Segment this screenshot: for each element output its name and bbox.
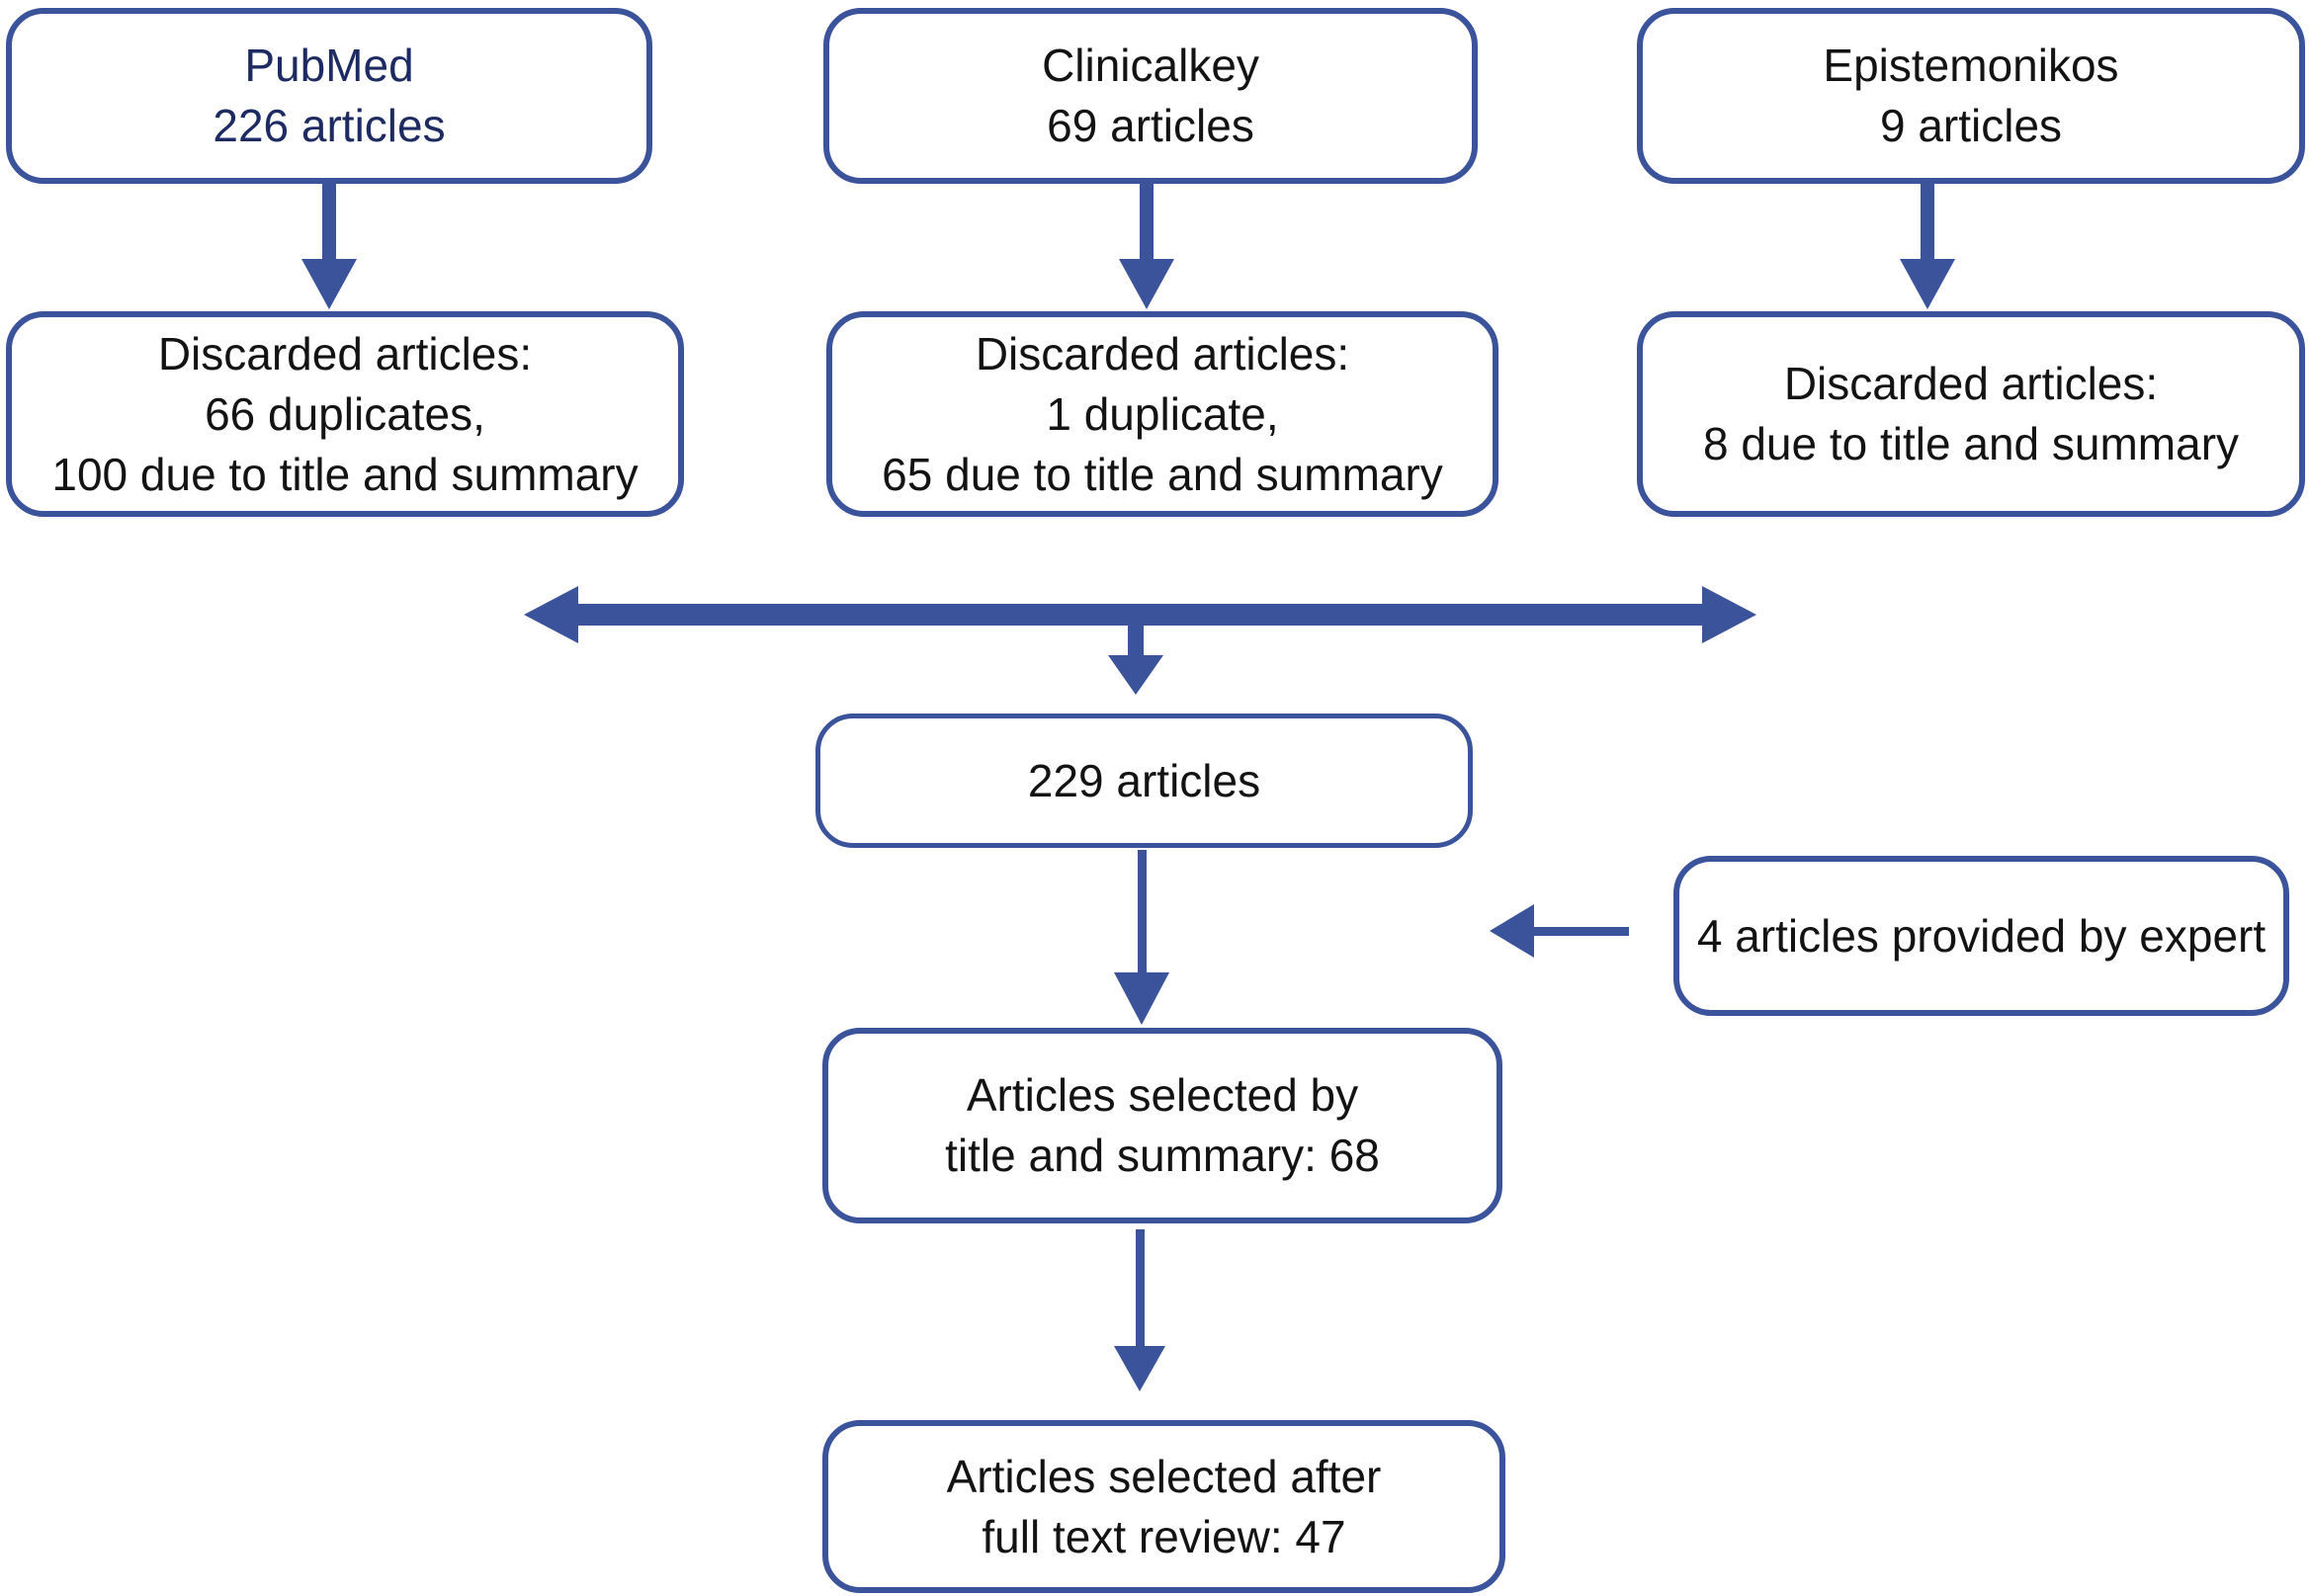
arrow-pooled-down-icon [1114,850,1169,1025]
final-line: Articles selected after [946,1450,1382,1502]
arrow-clinicalkey-down-icon [1119,184,1174,309]
discarded-detail: 65 due to title and summary [882,448,1443,500]
pooled-articles-box: 229 articles [815,714,1473,848]
discarded-box-pubmed: Discarded articles: 66 duplicates, 100 d… [6,311,684,517]
arrow-merge-down-icon [1108,624,1163,695]
discarded-title: Discarded articles: [157,327,533,379]
selected-title-summary-box: Articles selected by title and summary: … [822,1028,1502,1223]
source-count: 69 articles [1047,100,1254,151]
expert-articles-box: 4 articles provided by expert [1673,856,2289,1016]
source-name: Clinicalkey [1042,40,1259,91]
arrow-pubmed-down-icon [301,184,357,309]
source-box-pubmed: PubMed 226 articles [6,8,652,184]
arrow-selected-down-icon [1114,1229,1165,1391]
discarded-title: Discarded articles: [975,327,1350,379]
expert-label: 4 articles provided by expert [1696,909,2266,962]
arrow-expert-left-icon [1490,904,1629,958]
final-line: full text review: 47 [982,1510,1346,1562]
discarded-title: Discarded articles: [1783,358,2159,409]
selected-full-text-box: Articles selected after full text review… [822,1420,1505,1593]
discarded-detail: 8 due to title and summary [1702,418,2240,469]
discarded-detail: 100 due to title and summary [51,448,639,500]
discarded-detail: 1 duplicate, [1046,387,1279,440]
selected-line: Articles selected by [966,1069,1359,1121]
source-name: PubMed [244,40,414,91]
selected-line: title and summary: 68 [945,1130,1380,1181]
pooled-count: 229 articles [1027,754,1261,806]
arrow-epistemonikos-down-icon [1900,184,1955,309]
discarded-box-clinicalkey: Discarded articles: 1 duplicate, 65 due … [826,311,1498,517]
source-count: 9 articles [1879,100,2063,151]
source-count: 226 articles [213,100,446,151]
source-box-epistemonikos: Epistemonikos 9 articles [1637,8,2305,184]
discarded-box-epistemonikos: Discarded articles: 8 due to title and s… [1637,311,2305,517]
double-arrow-merge-icon [524,586,1756,643]
source-name: Epistemonikos [1823,40,2119,91]
discarded-detail: 66 duplicates, [205,387,485,440]
source-box-clinicalkey: Clinicalkey 69 articles [823,8,1478,184]
